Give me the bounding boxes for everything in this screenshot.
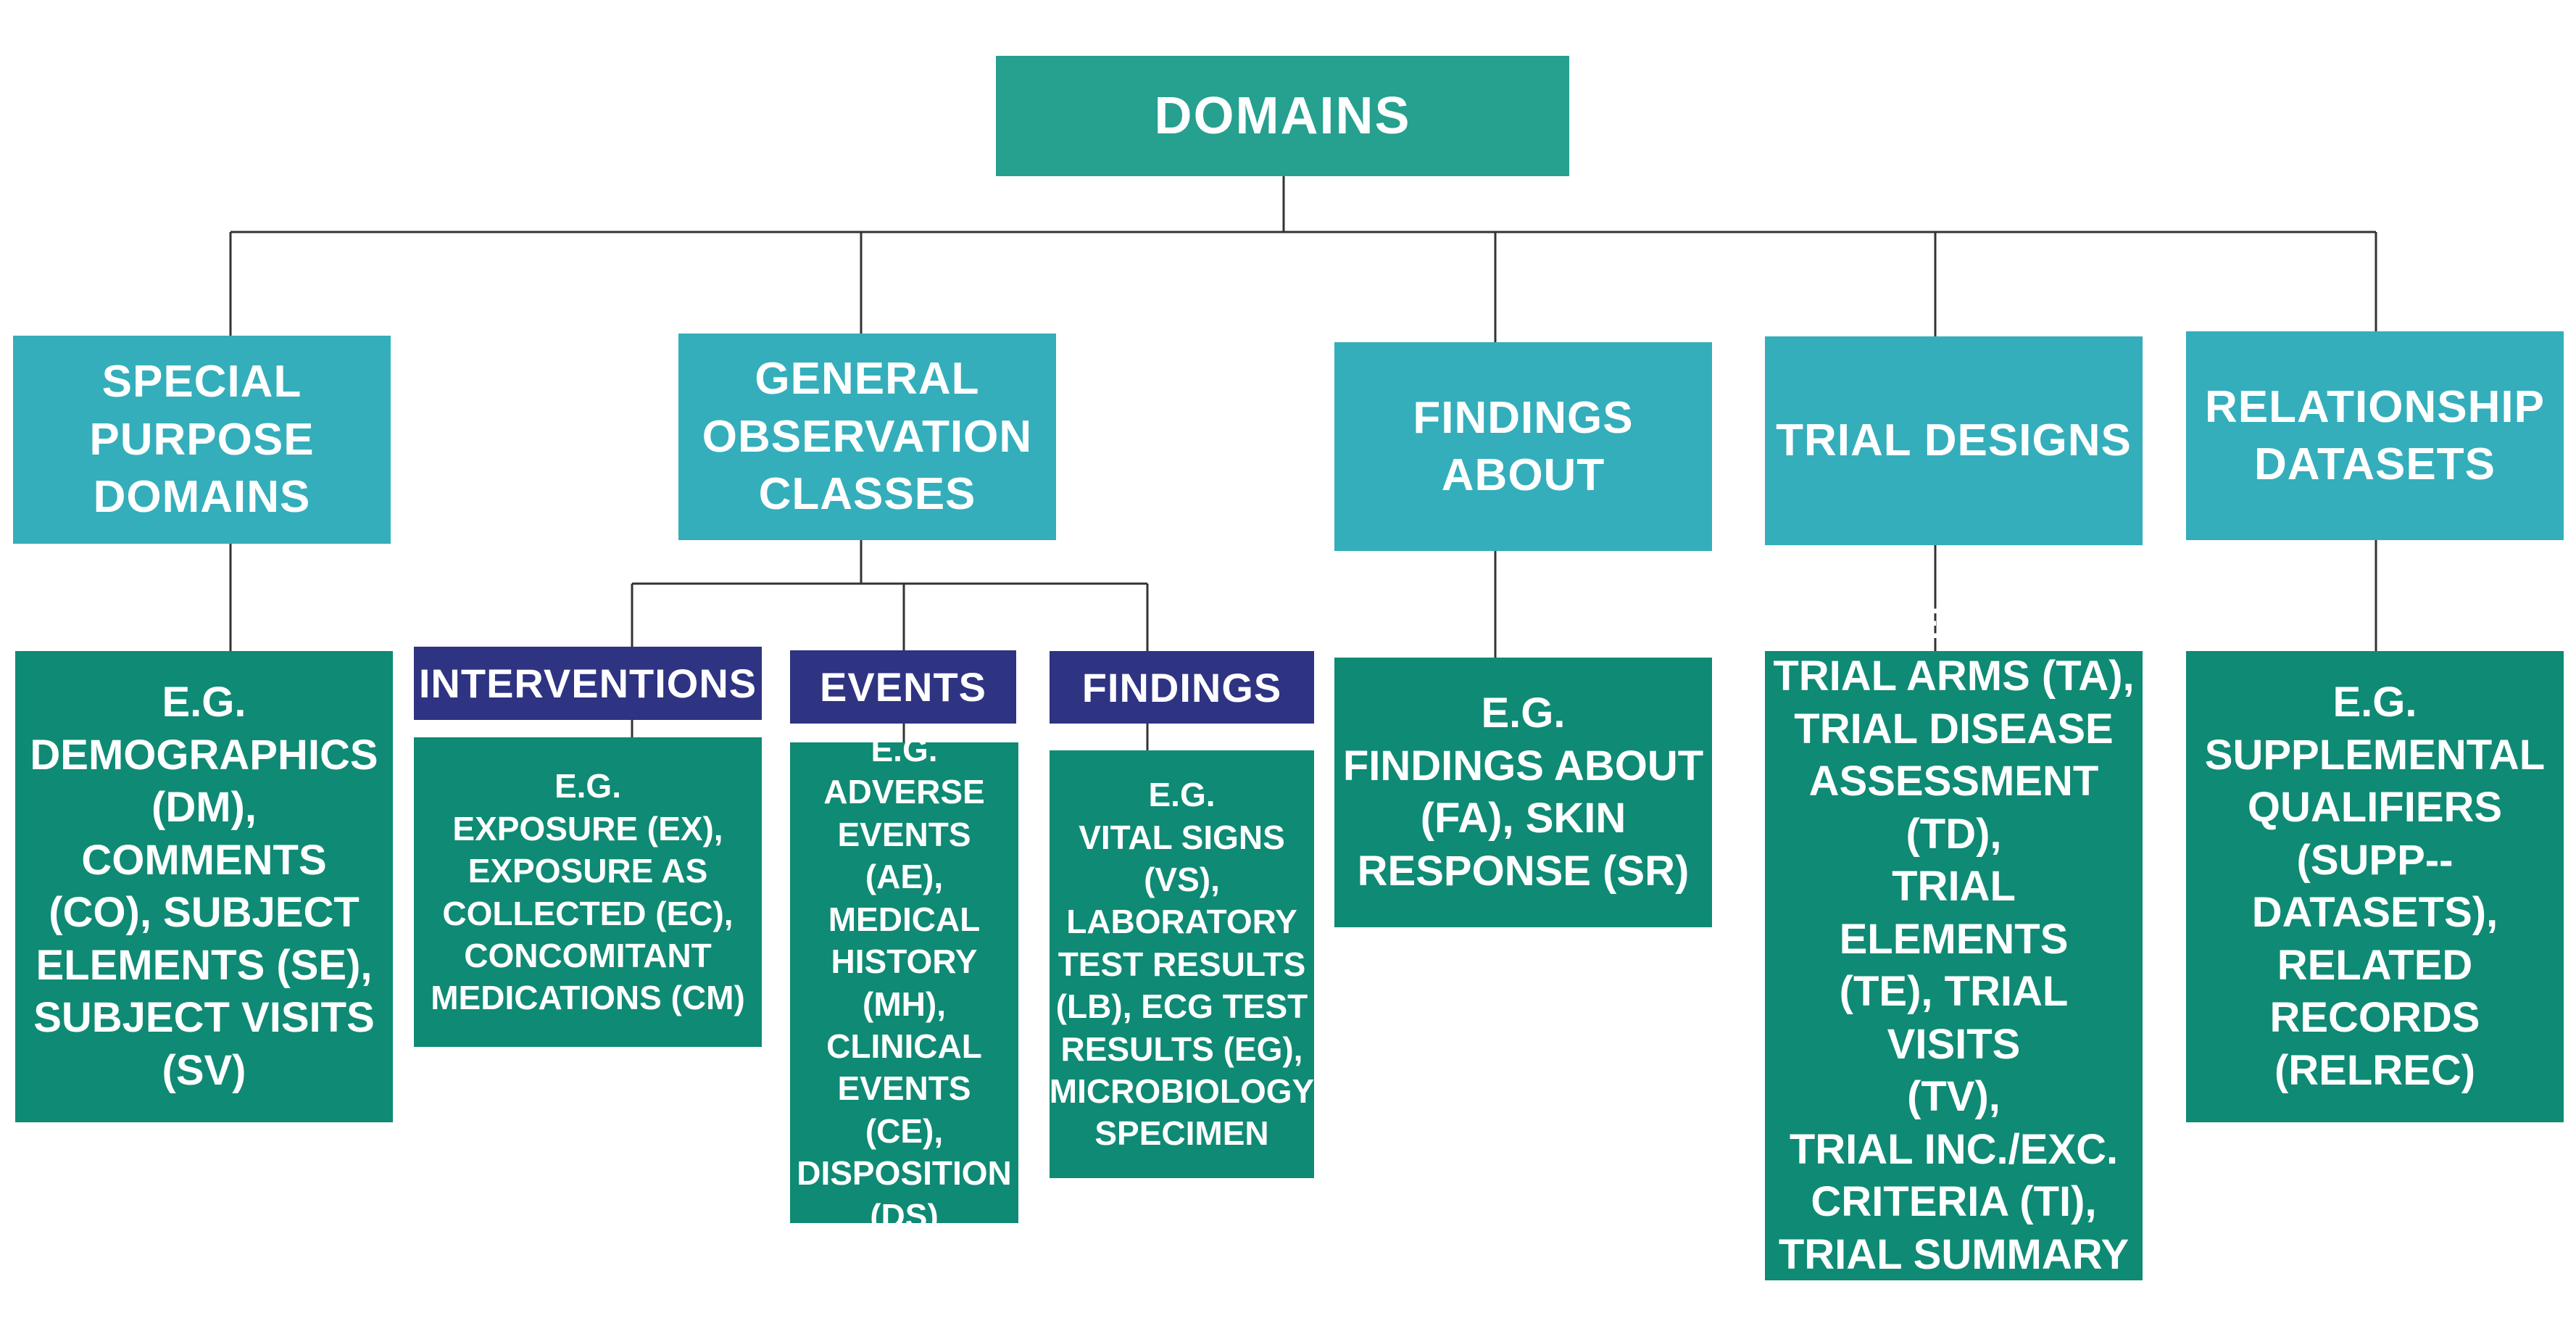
category-special-purpose-domains: SPECIAL PURPOSE DOMAINS: [13, 336, 391, 544]
subclass-label: EVENTS: [819, 664, 987, 710]
subclass-events: EVENTS: [790, 650, 1016, 724]
example-relationship-datasets: E.G. SUPPLEMENTAL QUALIFIERS (SUPP-- DAT…: [2186, 651, 2564, 1122]
category-label: RELATIONSHIP DATASETS: [2205, 381, 2545, 489]
category-general-observation-classes: GENERAL OBSERVATION CLASSES: [678, 334, 1056, 540]
example-events: E.G. ADVERSE EVENTS (AE), MEDICAL HISTOR…: [790, 731, 1018, 1235]
example-trial-designs: E.G. TRIAL ARMS (TA), TRIAL DISEASE ASSE…: [1765, 600, 2143, 1330]
example-special-purpose-domains: E.G. DEMOGRAPHICS (DM), COMMENTS (CO), S…: [15, 651, 393, 1122]
category-label: GENERAL OBSERVATION CLASSES: [702, 354, 1033, 520]
example-interventions: E.G. EXPOSURE (EX), EXPOSURE AS COLLECTE…: [414, 737, 762, 1047]
subclass-interventions: INTERVENTIONS: [414, 647, 762, 720]
subclass-label: FINDINGS: [1081, 664, 1282, 710]
example-text: E.G. DEMOGRAPHICS (DM), COMMENTS (CO), S…: [30, 679, 378, 1094]
category-trial-designs: TRIAL DESIGNS: [1765, 336, 2143, 545]
domains-root-label: DOMAINS: [1154, 87, 1411, 145]
example-text: E.G. VITAL SIGNS (VS), LABORATORY TEST R…: [1049, 776, 1315, 1153]
category-label: FINDINGS ABOUT: [1413, 392, 1634, 500]
subclass-findings: FINDINGS: [1050, 651, 1314, 724]
subclass-label: INTERVENTIONS: [418, 660, 757, 706]
example-findings: E.G. VITAL SIGNS (VS), LABORATORY TEST R…: [1050, 750, 1314, 1178]
category-findings-about: FINDINGS ABOUT: [1334, 342, 1712, 551]
example-text: E.G. FINDINGS ABOUT (FA), SKIN RESPONSE …: [1342, 689, 1704, 895]
example-text: E.G. EXPOSURE (EX), EXPOSURE AS COLLECTE…: [431, 767, 745, 1017]
domains-root-box: DOMAINS: [996, 56, 1569, 176]
category-label: TRIAL DESIGNS: [1776, 415, 2132, 466]
category-relationship-datasets: RELATIONSHIP DATASETS: [2186, 331, 2564, 540]
example-text: E.G. ADVERSE EVENTS (AE), MEDICAL HISTOR…: [797, 731, 1012, 1235]
example-text: E.G. SUPPLEMENTAL QUALIFIERS (SUPP-- DAT…: [2204, 679, 2546, 1094]
category-label: SPECIAL PURPOSE DOMAINS: [89, 357, 315, 523]
example-findings-about: E.G. FINDINGS ABOUT (FA), SKIN RESPONSE …: [1334, 658, 1712, 927]
example-text: E.G. TRIAL ARMS (TA), TRIAL DISEASE ASSE…: [1773, 600, 2135, 1331]
